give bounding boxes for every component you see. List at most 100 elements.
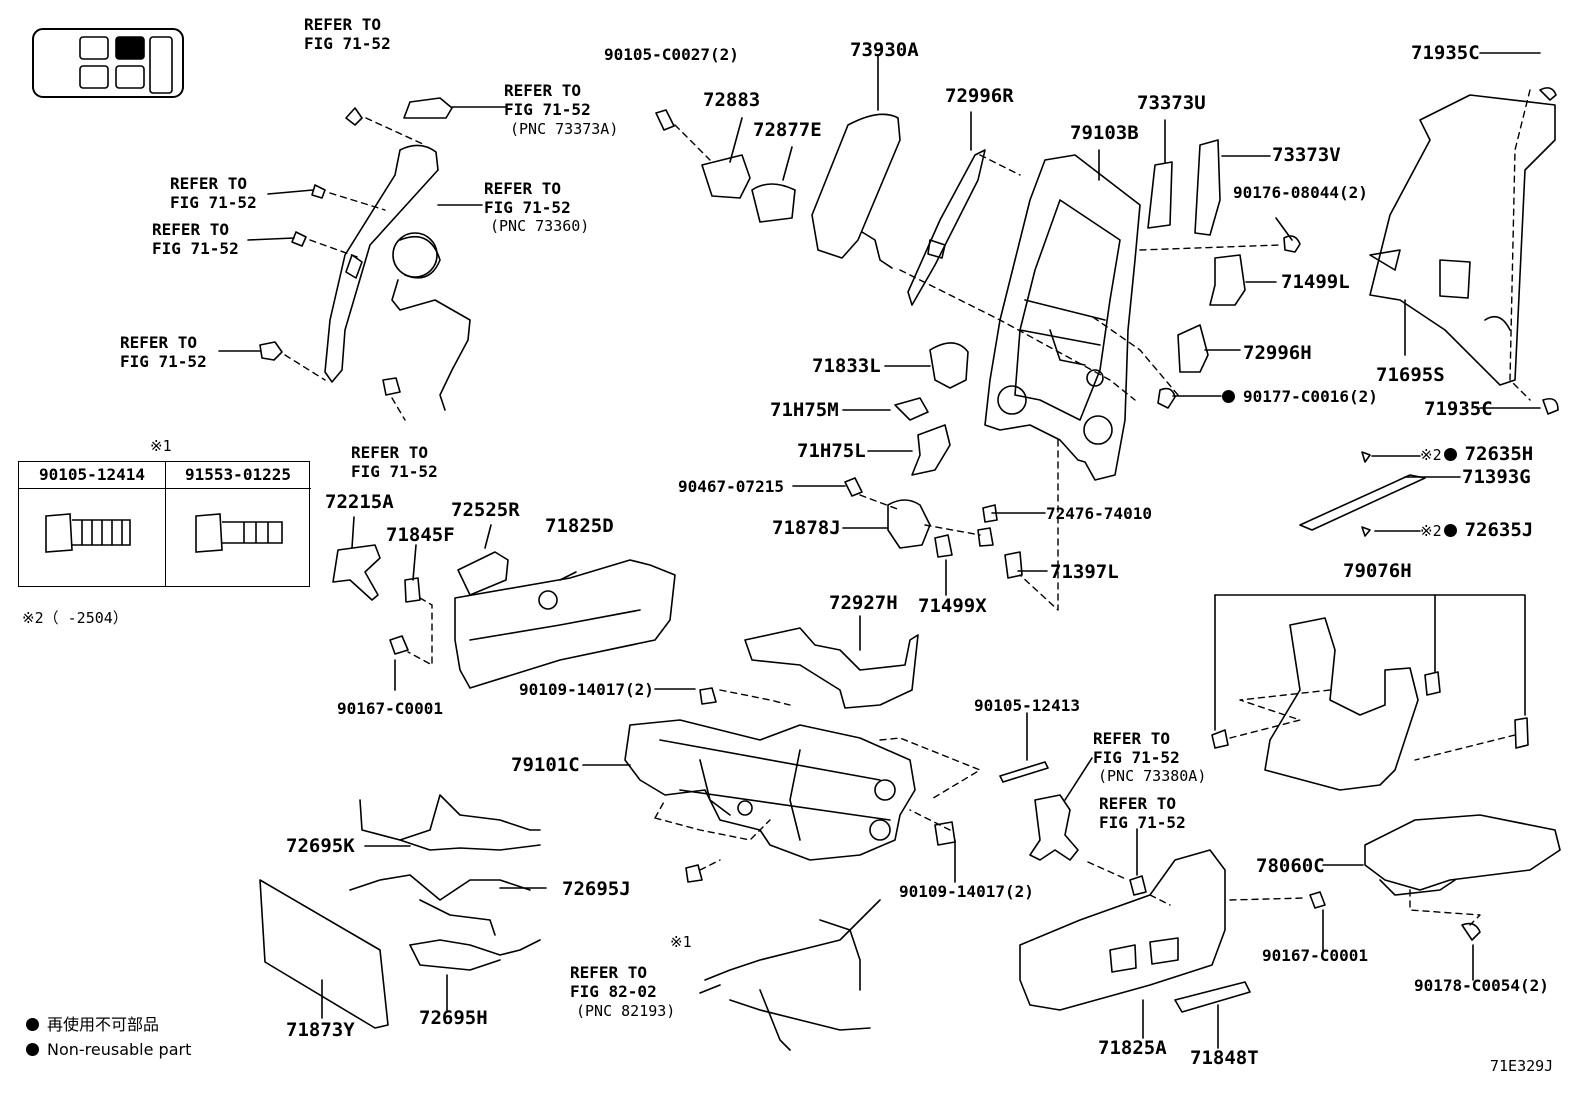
part-label: 72883 [703,89,761,111]
seat-back-cover-part [811,113,901,269]
seat-cushion-frame-part [624,687,1049,883]
part-label: 90109-14017(2) [899,882,1034,901]
buckle-dashed [1087,861,1171,906]
wire-harness-part [349,794,881,1051]
part-label: 71878J [772,517,841,539]
part-label: 72476-74010 [1046,504,1152,523]
figure-code: 71E329J [1490,1057,1554,1075]
part-label: 90467-07215 [678,477,784,496]
non-reusable-dot-icon [1222,390,1235,403]
part-label: 72695K [286,835,355,857]
part-label: 72695H [419,1007,488,1029]
note2-detail: ※2（ -2504） [22,609,128,627]
pnc-73360: (PNC 73360) [490,217,590,235]
side-shield-dashed [407,597,433,666]
side-shield-right-part [1019,849,1226,1011]
seat-back-frame-part [984,154,1141,481]
left-dashed-leaders [284,117,426,421]
part-label: 72996R [945,85,1014,107]
non-reusable-dot-icon [26,1043,39,1056]
pnc-73373A: (PNC 73373A) [510,120,619,138]
part-label: 72215A [325,491,394,513]
cushion-frame-dashed [654,689,981,871]
seatbelt-buckle-part [1029,794,1147,896]
side-panel-part [259,879,389,1029]
part-label: 79076H [1343,560,1412,582]
part-label: 90167-C0001 [1262,946,1368,965]
lower-cover-part [1211,594,1529,791]
part-label: 71393G [1462,466,1531,488]
note1-mark: ※1 [150,437,172,455]
armrest-part [1309,814,1561,941]
part-label: 71499L [1281,271,1350,293]
trim-strip-part [907,149,986,306]
part-label: 72525R [451,499,520,521]
part-label: 71695S [1376,364,1445,386]
non-reusable-dot-icon [1443,524,1457,537]
part-label: 71848T [1190,1047,1259,1069]
legend-en: Non-reusable part [26,1040,191,1060]
part-label: 90176-08044(2) [1233,183,1368,202]
part-label: 71825A [1098,1037,1167,1059]
part-label: 71H75L [797,440,866,462]
part-label: 71935C [1411,42,1480,64]
part-label: 71833L [812,355,881,377]
note1-mark: ※1 [670,933,692,951]
part-label: 79103B [1070,122,1139,144]
seat-back-board-part [1369,87,1559,415]
cushion-bracket-part [744,627,919,709]
pnc-73380A: (PNC 73380A) [1098,767,1207,785]
part-label: 78060C [1256,855,1325,877]
part-label: 90167-C0001 [337,699,443,718]
legend-jp: 再使用不可部品 [26,1015,159,1035]
part-label: 73373U [1137,92,1206,114]
recliner-mechanism-part [844,342,1023,579]
part-label: 90178-C0054(2) [1414,976,1549,995]
part-label: 73373V [1272,144,1341,166]
part-label: 90105-12413 [974,696,1080,715]
side-shield-part [332,544,676,689]
part-label: 72996H [1243,342,1312,364]
part-label: 90105-C0027(2) [604,45,739,64]
seat-position-icon [32,28,184,98]
right-top-dashed-leaders [674,89,1531,401]
part-label: 71825D [545,515,614,537]
part-label: 71935C [1424,398,1493,420]
trim-part [1174,981,1251,1013]
part-label: 71499X [918,595,987,617]
pnc-82193: (PNC 82193) [576,1002,676,1020]
part-label: 71873Y [286,1019,355,1041]
bolt-illustrations [45,513,283,553]
part-label: 71845F [386,524,455,546]
bolt-table-col1: 90105-12414 [19,462,166,489]
bolt-table-col2: 91553-01225 [165,462,311,489]
bolt-table-divider [165,462,166,586]
part-label: 72695J [562,878,631,900]
part-label: 72927H [829,592,898,614]
non-reusable-dot-icon [26,1018,39,1031]
strap-part [1299,451,1426,537]
armrest-dashed [1229,889,1481,926]
non-reusable-dot-icon [1443,448,1457,461]
leader-lines [218,52,1541,1049]
part-label: 71H75M [770,399,839,421]
bolt-table: 90105-12414 91553-01225 [18,461,311,587]
part-label: 79101C [511,754,580,776]
part-label: 90109-14017(2) [519,680,654,699]
recliner-cover-part [655,109,796,223]
part-label: 90177-C0016(2) [1222,387,1378,406]
part-label: 73930A [850,39,919,61]
bracket-part [1147,139,1301,409]
